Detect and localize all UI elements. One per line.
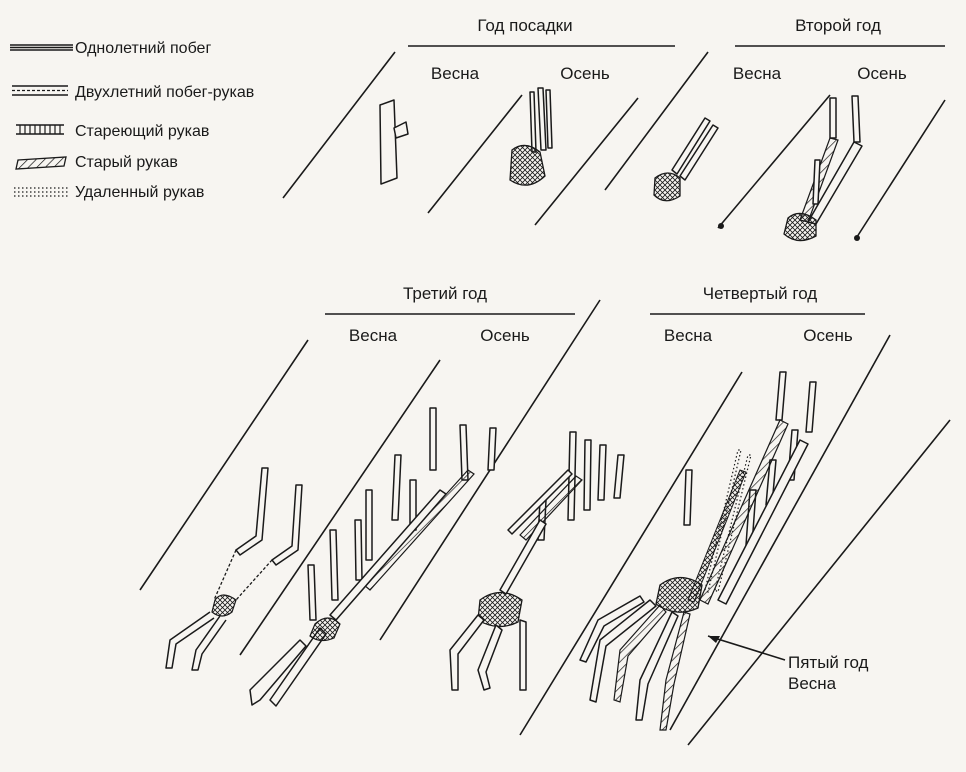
annotation-spring: Весна (788, 674, 837, 693)
annotation-fifth-year: Пятый год (788, 653, 869, 672)
legend-item-annual-shoot: Однолетний побег (10, 40, 211, 57)
label-spring: Весна (733, 64, 782, 83)
biennial-arm-symbol (12, 86, 68, 95)
legend: Однолетний побег Двухлетний побег-рукав … (10, 40, 254, 201)
label-autumn: Осень (560, 64, 610, 83)
panel-planting-year: Год посадки Весна Осень (283, 16, 675, 225)
label-spring: Весна (431, 64, 480, 83)
second-year-vine-drawing (718, 96, 862, 241)
label-autumn: Осень (857, 64, 907, 83)
divider-line (283, 52, 395, 198)
label-spring: Весна (349, 326, 398, 345)
pruned-sapling-drawing (654, 118, 718, 201)
panel-fourth-year: Четвертый год Весна Осень (520, 284, 950, 745)
aging-arm-symbol (16, 125, 64, 134)
label-autumn: Осень (803, 326, 853, 345)
legend-item-biennial-arm: Двухлетний побег-рукав (12, 84, 254, 101)
divider-line (855, 100, 945, 240)
panel-title-fourth-year: Четвертый год (703, 284, 818, 303)
annual-shoot-symbol (10, 45, 73, 50)
cutting-drawing (380, 100, 408, 184)
legend-item-old-arm: Старый рукав (16, 154, 178, 171)
panel-title-planting-year: Год посадки (477, 16, 572, 35)
old-arm-symbol (16, 157, 66, 169)
legend-label-removed-arm: Удаленный рукав (75, 184, 204, 201)
divider-line (428, 95, 522, 213)
label-spring: Весна (664, 326, 713, 345)
legend-label-old-arm: Старый рукав (75, 154, 178, 171)
legend-label-annual-shoot: Однолетний побег (75, 40, 211, 57)
third-year-spring-vine (166, 468, 302, 670)
fourth-year-vine (580, 372, 816, 730)
legend-item-aging-arm: Стареющий рукав (16, 123, 209, 140)
legend-label-aging-arm: Стареющий рукав (75, 123, 209, 140)
legend-label-biennial-arm: Двухлетний побег-рукав (75, 84, 254, 101)
legend-item-removed-arm: Удаленный рукав (14, 184, 204, 201)
fifth-year-annotation: Пятый год Весна (708, 636, 869, 693)
label-autumn: Осень (480, 326, 530, 345)
panel-title-third-year: Третий год (403, 284, 487, 303)
panel-title-second-year: Второй год (795, 16, 881, 35)
panel-third-year: Третий год Весна Осень (140, 284, 624, 706)
panel-second-year: Второй год Весна Осень (605, 16, 945, 241)
removed-arm-symbol (14, 188, 68, 196)
